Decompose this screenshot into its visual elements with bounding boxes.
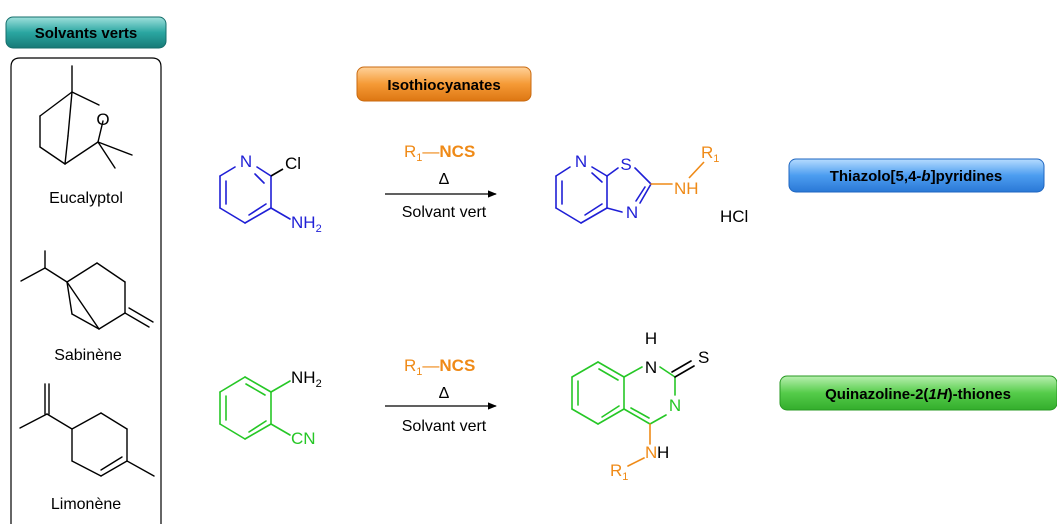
aminobenzonitrile-structure — [219, 376, 291, 440]
quinazolinethione-structure — [571, 360, 695, 467]
hydrochloride-label: HCl — [720, 207, 748, 226]
solvent-condition-1: Solvant vert — [402, 204, 487, 221]
solvent-condition-2: Solvant vert — [402, 418, 487, 435]
pyridine-nitrogen: N — [240, 152, 252, 171]
quinazoline-h: H — [645, 329, 657, 348]
badge-solvants-verts: Solvants verts — [5, 16, 167, 49]
amine-nh2: NH2 — [291, 368, 322, 390]
eucalyptol-label: Eucalyptol — [49, 190, 123, 207]
badge-isothiocyanates-label: Isothiocyanates — [387, 77, 500, 94]
badge-thiazolopyridines: Thiazolo[5,4-b]pyridines — [788, 158, 1045, 193]
solvent-panel-frame — [10, 57, 162, 524]
c-cl-bond — [270, 168, 284, 177]
sabinene-structure — [20, 250, 154, 330]
chloroaminopyridine-structure — [219, 166, 291, 224]
thiazolopyridine-structure — [555, 166, 673, 224]
badge-quinazoline-label: Quinazoline-2(1H)-thiones — [825, 386, 1011, 403]
quinazoline-amine-h: H — [657, 443, 669, 462]
quinazoline-n1: N — [645, 358, 657, 377]
amino-group: NH2 — [291, 213, 322, 235]
thiazolo-r1: R1 — [701, 143, 719, 165]
heat-symbol-2: Δ — [439, 385, 450, 402]
heat-symbol-1: Δ — [439, 171, 450, 188]
quinazoline-n3: N — [669, 396, 681, 415]
limonene-label: Limonène — [51, 496, 121, 513]
badge-isothiocyanates: Isothiocyanates — [356, 66, 532, 102]
thiazolo-sulfur: S — [620, 155, 631, 174]
thione-sulfur: S — [698, 348, 709, 367]
thiazolo-nitrogen: N — [626, 203, 638, 222]
thiazolo-pyridine-nitrogen: N — [575, 152, 587, 171]
badge-thiazolo-label: Thiazolo[5,4-b]pyridines — [830, 168, 1003, 185]
reagent-isothiocyanate-2: R1—NCS — [404, 356, 475, 378]
reagent-isothiocyanate-1: R1—NCS — [404, 142, 475, 164]
nitrile-group: CN — [291, 429, 316, 448]
eucalyptol-structure — [39, 65, 133, 169]
limonene-structure — [19, 383, 155, 477]
badge-quinazolinethiones: Quinazoline-2(1H)-thiones — [779, 375, 1057, 411]
chloro-atom: Cl — [285, 154, 301, 173]
badge-solvants-label: Solvants verts — [35, 25, 138, 42]
quinazoline-amine-n: N — [645, 443, 657, 462]
n-r1-bond-1 — [688, 161, 705, 179]
sabinene-label: Sabinène — [54, 347, 122, 364]
eucalyptol-oxygen: O — [96, 110, 109, 129]
thiazolo-nh: NH — [674, 179, 699, 198]
quinazoline-r1: R1 — [610, 461, 628, 483]
